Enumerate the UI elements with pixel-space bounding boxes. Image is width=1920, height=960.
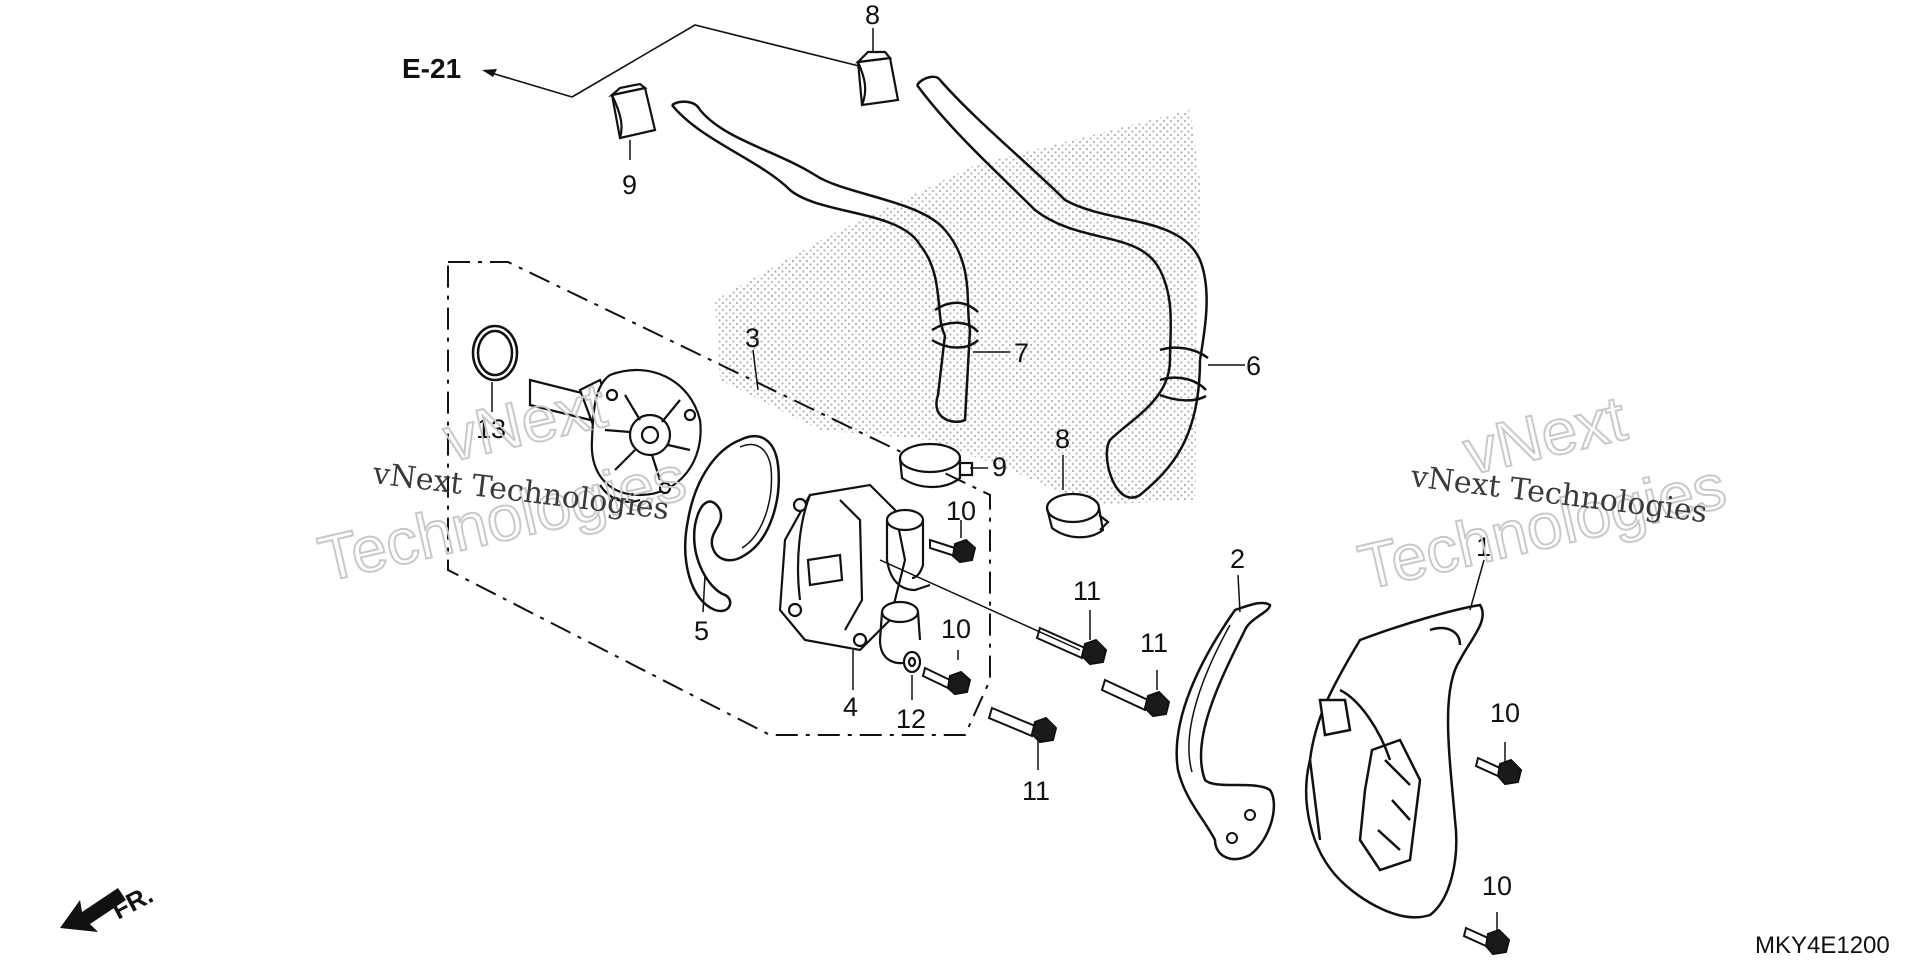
diagram-code: MKY4E1200 <box>1755 932 1890 959</box>
o-ring-13 <box>471 324 519 382</box>
callout-13: 13 <box>476 414 506 444</box>
stipple-shading <box>715 110 1200 505</box>
callout-5: 5 <box>694 616 709 646</box>
callout-1: 1 <box>1476 532 1491 562</box>
gasket-5 <box>684 434 780 613</box>
hose-7 <box>671 100 979 423</box>
clamp-8-mid <box>1045 492 1110 539</box>
callout-10-b: 10 <box>941 614 971 644</box>
washer-12 <box>902 650 922 674</box>
callout-10-a: 10 <box>946 496 976 526</box>
impeller-assembly <box>528 368 702 503</box>
assembly-dashed-outline <box>447 261 991 736</box>
callout-10-d: 10 <box>1482 871 1512 901</box>
bolt-10-d <box>1462 926 1511 956</box>
bolt-11-b <box>1100 678 1171 718</box>
clamp-9-mid <box>898 442 974 488</box>
clamp-8-top <box>854 50 900 107</box>
svg-text:FR.: FR. <box>107 879 158 925</box>
bolt-10-b <box>921 666 972 696</box>
callout-11-b: 11 <box>1140 628 1168 658</box>
reference-leader <box>571 24 876 98</box>
callout-12: 12 <box>896 704 926 734</box>
gasket-5-inner <box>739 443 773 549</box>
svg-text:vNext: vNext <box>437 369 613 476</box>
bolt-10-a <box>929 538 977 564</box>
cover-1 <box>1305 603 1484 919</box>
callout-leaders <box>491 28 1506 932</box>
callout-11-c: 11 <box>1022 776 1050 806</box>
callout-3: 3 <box>745 323 760 353</box>
bolt-11-c <box>987 706 1058 744</box>
gasket-2 <box>1175 601 1276 861</box>
watermark-right: vNext Technologies vNext Technologies <box>1351 381 1733 605</box>
callout-7: 7 <box>1014 338 1029 368</box>
gasket-2-inner <box>1188 624 1231 773</box>
callout-9-top: 9 <box>622 170 637 200</box>
reference-arrow-line <box>487 71 573 98</box>
callout-8-mid: 8 <box>1055 424 1070 454</box>
reference-label: E-21 <box>402 53 461 84</box>
callout-11-a: 11 <box>1073 576 1101 606</box>
gasket-2-hole-a <box>1244 809 1256 821</box>
hose-6 <box>915 75 1209 499</box>
bolt-10-c <box>1474 756 1523 786</box>
callout-2: 2 <box>1230 544 1245 574</box>
clamp-9-top <box>608 82 657 140</box>
callout-6: 6 <box>1246 351 1261 381</box>
callout-8-top: 8 <box>865 0 880 30</box>
gasket-2-hole-b <box>1226 832 1238 844</box>
pump-body-4 <box>778 483 931 665</box>
callout-4: 4 <box>843 692 858 722</box>
reference-arrowhead <box>482 69 497 77</box>
front-arrow-icon: FR. <box>60 879 158 932</box>
callout-9-mid: 9 <box>992 452 1007 482</box>
assembly-leader <box>879 559 1081 651</box>
callout-10-c: 10 <box>1490 698 1520 728</box>
